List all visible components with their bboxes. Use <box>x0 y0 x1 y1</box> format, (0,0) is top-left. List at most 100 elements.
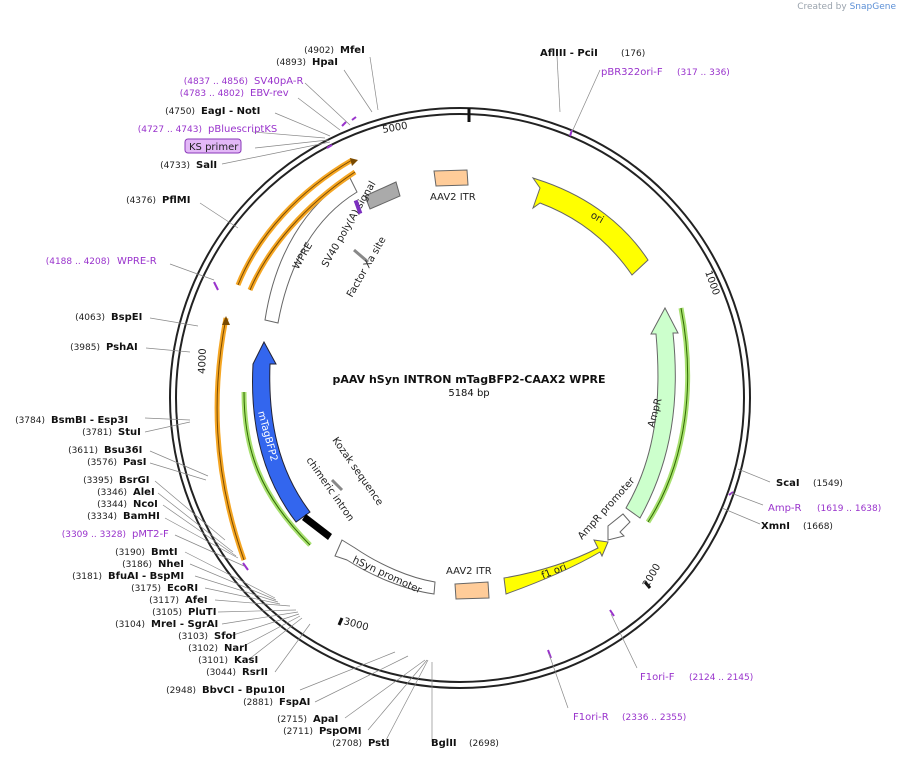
feature-aav2-itr-top-label: AAV2 ITR <box>430 192 476 203</box>
site-bsmbi: BsmBI - Esp3I <box>51 415 128 426</box>
leader-lines <box>144 55 771 743</box>
primer-ebv-rev: EBV-rev <box>250 88 289 99</box>
site-mfei-pos: (4902) <box>304 46 334 56</box>
site-afei: AfeI <box>185 595 208 606</box>
site-bfuai: BfuAI - BspMI <box>108 571 184 582</box>
tick-label-1000: 1000 <box>702 269 721 297</box>
credit-prefix: Created by <box>797 2 847 12</box>
feature-mtagbfp2[interactable]: mTagBFP2 <box>252 340 311 523</box>
primer-ebv-rev-pos: (4783 .. 4802) <box>180 89 244 99</box>
snapgene-credit: Created by SnapGene <box>797 2 896 12</box>
primer-pbluescriptks-pos: (4727 .. 4743) <box>138 125 202 135</box>
left-labels: (4902) MfeI (4893) HpaI (4837 .. 4856) S… <box>15 45 390 749</box>
site-bsmbi-pos: (3784) <box>15 416 45 426</box>
primer-f1ori-r: F1ori-R <box>573 712 609 723</box>
site-bsu36i-pos: (3611) <box>68 446 98 456</box>
site-ncoi: NcoI <box>133 499 158 510</box>
site-bbvci: BbvCI - Bpu10I <box>202 685 285 696</box>
feature-aav2-itr-bottom-label: AAV2 ITR <box>446 566 492 577</box>
site-mrei: MreI - SgrAI <box>151 619 218 630</box>
primer-wpre-r: WPRE-R <box>117 256 157 267</box>
site-ecori-pos: (3175) <box>131 584 161 594</box>
primer-pmt2-f-pos: (3309 .. 3328) <box>62 530 126 540</box>
primer-pbr322ori-f: pBR322ori-F <box>601 67 663 78</box>
primer-markers <box>213 116 734 659</box>
site-rsrii-pos: (3044) <box>206 668 236 678</box>
site-fspai-pos: (2881) <box>243 698 273 708</box>
tick-label-3000: 3000 <box>342 616 369 633</box>
site-pshai-pos: (3985) <box>70 343 100 353</box>
site-psti: PstI <box>368 738 390 749</box>
site-bspei-pos: (4063) <box>75 313 105 323</box>
feature-wpre[interactable]: WPRE <box>264 177 358 324</box>
tick-label-2000: 2000 <box>641 562 663 590</box>
site-xmni-pos: (1668) <box>803 522 833 532</box>
svg-text:(4902): (4902) <box>304 46 334 56</box>
site-apai: ApaI <box>313 714 338 725</box>
site-pflmi-pos: (4376) <box>126 196 156 206</box>
site-bglii-pos: (2698) <box>469 739 499 749</box>
site-eagi-pos: (4750) <box>165 107 195 117</box>
site-pluti-pos: (3105) <box>152 608 182 618</box>
site-bamhi: BamHI <box>123 511 160 522</box>
site-sali-pos: (4733) <box>160 161 190 171</box>
feature-aav2-itr-bottom[interactable]: AAV2 ITR <box>446 566 492 600</box>
primer-sv40pa-r: SV40pA-R <box>254 76 303 87</box>
right-labels: BglII (2698) AflIII - PciI (176) pBR322o… <box>431 48 881 749</box>
feature-hsyn-label: hSyn promoter <box>351 555 424 597</box>
site-mfei: MfeI <box>340 45 365 56</box>
feature-factor-xa[interactable]: Factor Xa site <box>345 235 389 299</box>
feature-aav2-itr-top[interactable]: AAV2 ITR <box>430 169 476 203</box>
site-bspei: BspEI <box>111 312 142 323</box>
site-sfoi-pos: (3103) <box>178 632 208 642</box>
primer-pbluescriptks: pBluescriptKS <box>208 124 277 135</box>
site-afliii-pos: (176) <box>621 49 645 59</box>
site-nari: NarI <box>224 643 248 654</box>
site-hpai-pos: (4893) <box>276 58 306 68</box>
feature-chimeric-intron[interactable]: chimeric intron <box>302 455 356 540</box>
tick-label-5000: 5000 <box>382 121 409 136</box>
primer-marker-inner <box>353 199 363 215</box>
site-pflmi: PflMI <box>162 195 190 206</box>
backbone <box>169 107 751 689</box>
site-xmni: XmnI <box>761 521 790 532</box>
site-psti-pos: (2708) <box>332 739 362 749</box>
site-pspomi-pos: (2711) <box>283 727 313 737</box>
site-stui: StuI <box>118 427 141 438</box>
site-bmti: BmtI <box>151 547 178 558</box>
site-bfuai-pos: (3181) <box>72 572 102 582</box>
primer-sv40pa-r-pos: (4837 .. 4856) <box>184 77 248 87</box>
site-bamhi-pos: (3334) <box>87 512 117 522</box>
feature-f1-ori[interactable]: f1 ori <box>503 539 609 595</box>
site-alei: AleI <box>133 487 155 498</box>
site-mrei-pos: (3104) <box>115 620 145 630</box>
site-pspomi: PspOMI <box>319 726 361 737</box>
primer-pmt2-f: pMT2-F <box>132 529 169 540</box>
site-bsu36i: Bsu36I <box>104 445 142 456</box>
primer-f1ori-f: F1ori-F <box>640 672 675 683</box>
site-afei-pos: (3117) <box>149 596 179 606</box>
site-ecori: EcoRI <box>167 583 198 594</box>
primer-amp-r-pos: (1619 .. 1638) <box>817 504 881 514</box>
site-bsrgi: BsrGI <box>119 475 149 486</box>
site-hpai: HpaI <box>312 57 338 68</box>
site-kasi: KasI <box>234 655 258 666</box>
primer-f1ori-r-pos: (2336 .. 2355) <box>622 713 686 723</box>
feature-factor-xa-label: Factor Xa site <box>345 235 389 299</box>
primer-wpre-r-pos: (4188 .. 4208) <box>46 257 110 267</box>
feature-f1-ori-label: f1 ori <box>540 562 568 582</box>
site-nari-pos: (3102) <box>188 644 218 654</box>
site-pshai: PshAI <box>106 342 138 353</box>
site-stui-pos: (3781) <box>82 428 112 438</box>
site-kasi-pos: (3101) <box>198 656 228 666</box>
ks-primer-box <box>184 138 242 154</box>
site-sfoi: SfoI <box>214 631 236 642</box>
plasmid-name: pAAV hSyn INTRON mTagBFP2-CAAX2 WPRE <box>332 373 605 386</box>
site-bsrgi-pos: (3395) <box>83 476 113 486</box>
feature-hsyn-promoter[interactable]: hSyn promoter <box>334 539 436 597</box>
site-pasi-pos: (3576) <box>87 458 117 468</box>
feature-ori[interactable]: ori <box>531 177 649 276</box>
primer-amp-r: Amp-R <box>768 503 802 514</box>
site-scai: ScaI <box>776 478 800 489</box>
site-pasi: PasI <box>123 457 146 468</box>
